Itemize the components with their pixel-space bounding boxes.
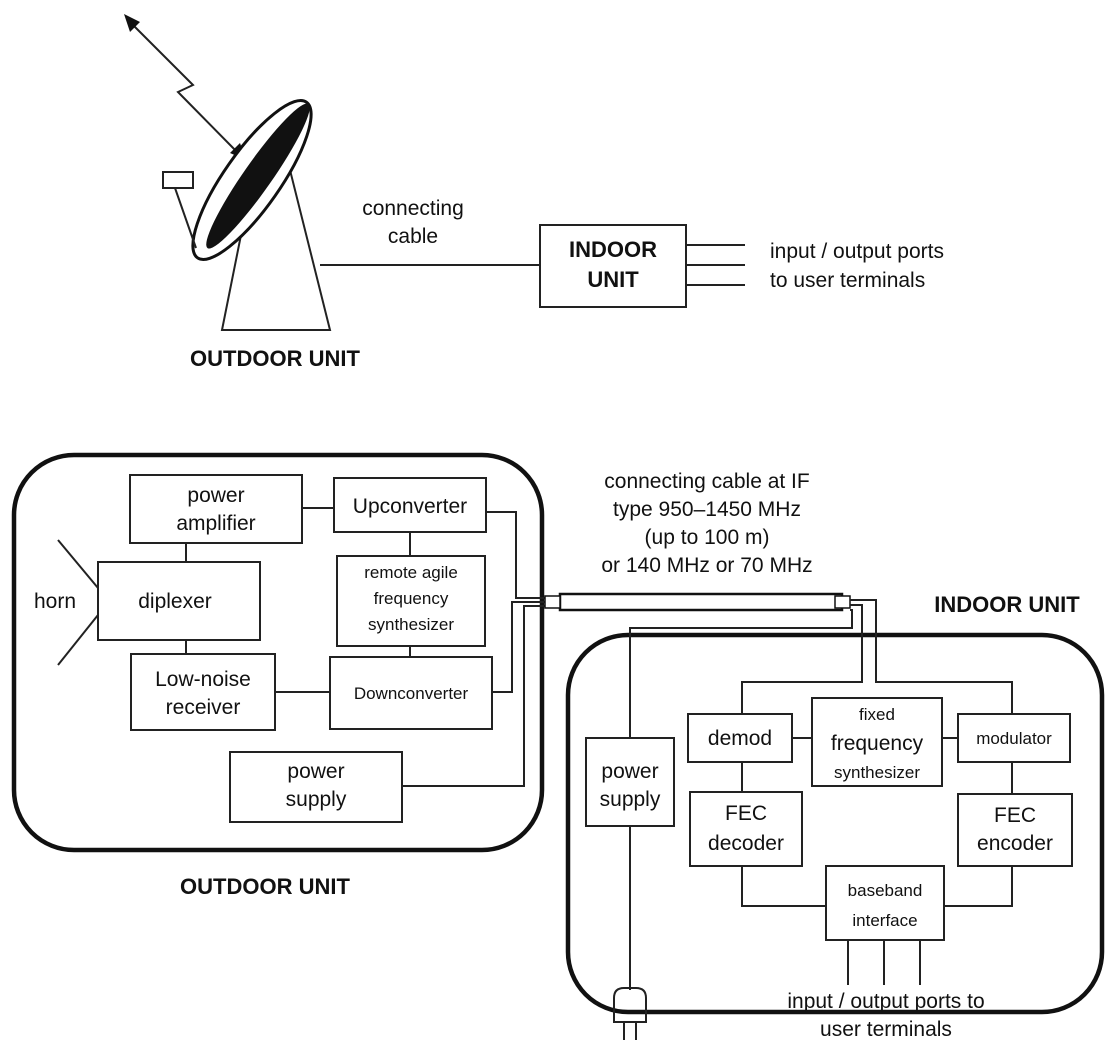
- indoor-unit-frame: [565, 632, 1105, 1015]
- horn-label: horn: [34, 590, 76, 613]
- signal-arrow-icon: [124, 14, 246, 160]
- downconverter-label: Downconverter: [354, 684, 469, 703]
- cable-label-1: connecting cable at IF: [604, 470, 809, 493]
- fixed-synthesizer-label-1: fixed: [859, 705, 895, 724]
- indoor-ports-label-2: user terminals: [820, 1018, 952, 1041]
- fec-encoder-label-2: encoder: [977, 832, 1053, 855]
- agile-synthesizer-label-1: remote agile: [364, 563, 458, 582]
- outdoor-unit-title: OUTDOOR UNIT: [180, 874, 350, 899]
- fec-decoder-box: [689, 791, 803, 867]
- agile-synthesizer-label-3: synthesizer: [368, 615, 454, 634]
- top-cable-label-1: connecting: [362, 197, 464, 220]
- baseband-interface-box: [825, 865, 945, 941]
- baseband-interface-label-2: interface: [852, 911, 917, 930]
- outdoor-power-supply-label-2: supply: [286, 788, 347, 811]
- top-ports-label-2: to user terminals: [770, 269, 925, 292]
- power-amplifier-box: [129, 474, 303, 544]
- low-noise-receiver-label-1: Low-noise: [155, 668, 251, 691]
- fec-encoder-label-1: FEC: [994, 804, 1036, 827]
- top-indoor-unit-box: [539, 224, 687, 308]
- modulator-label: modulator: [976, 729, 1052, 748]
- cable-label-4: or 140 MHz or 70 MHz: [601, 554, 812, 577]
- power-amplifier-label-1: power: [187, 484, 244, 507]
- downconverter-box: [329, 656, 493, 730]
- outdoor-power-supply-label-1: power: [287, 760, 344, 783]
- low-noise-receiver-box: [130, 653, 276, 731]
- indoor-power-supply-label-2: supply: [600, 788, 661, 811]
- top-indoor-unit-label-1: INDOOR: [569, 237, 657, 262]
- if-cable: [558, 592, 844, 612]
- demod-label: demod: [708, 727, 772, 750]
- cable-label-3: (up to 100 m): [645, 526, 770, 549]
- demod-box: [687, 713, 793, 763]
- diplexer-label: diplexer: [138, 590, 212, 613]
- fec-decoder-label-1: FEC: [725, 802, 767, 825]
- baseband-interface-label-1: baseband: [848, 881, 923, 900]
- cable-connector-right: [834, 595, 851, 609]
- outdoor-unit-frame: [11, 452, 545, 853]
- outdoor-power-supply-box: [229, 751, 403, 823]
- power-plug-icon: [613, 987, 647, 1040]
- dish-antenna-icon: [162, 99, 332, 331]
- diplexer-box: [97, 561, 261, 641]
- fixed-synthesizer-label-3: synthesizer: [834, 763, 920, 782]
- top-cable-label-2: cable: [388, 225, 438, 248]
- horn-icon: [57, 539, 99, 666]
- cable-connector-left: [544, 595, 561, 609]
- indoor-power-supply-label-1: power: [601, 760, 658, 783]
- power-amplifier-label-2: amplifier: [176, 512, 255, 535]
- modulator-box: [957, 713, 1071, 763]
- indoor-ports-label-1: input / output ports to: [787, 990, 984, 1013]
- upconverter-label: Upconverter: [353, 495, 467, 518]
- top-indoor-unit-label-2: UNIT: [587, 267, 639, 292]
- indoor-unit-title: INDOOR UNIT: [934, 592, 1080, 617]
- cable-label-2: type 950–1450 MHz: [613, 498, 801, 521]
- fec-decoder-label-2: decoder: [708, 832, 784, 855]
- agile-synthesizer-label-2: frequency: [374, 589, 449, 608]
- top-ports-label-1: input / output ports: [770, 240, 944, 263]
- low-noise-receiver-label-2: receiver: [166, 696, 241, 719]
- fixed-synthesizer-box: [811, 697, 943, 787]
- fixed-synthesizer-label-2: frequency: [831, 732, 924, 755]
- agile-synthesizer-box: [336, 555, 486, 647]
- top-outdoor-unit-label: OUTDOOR UNIT: [190, 346, 360, 371]
- indoor-power-supply-box: [585, 737, 675, 827]
- fec-encoder-box: [957, 793, 1073, 867]
